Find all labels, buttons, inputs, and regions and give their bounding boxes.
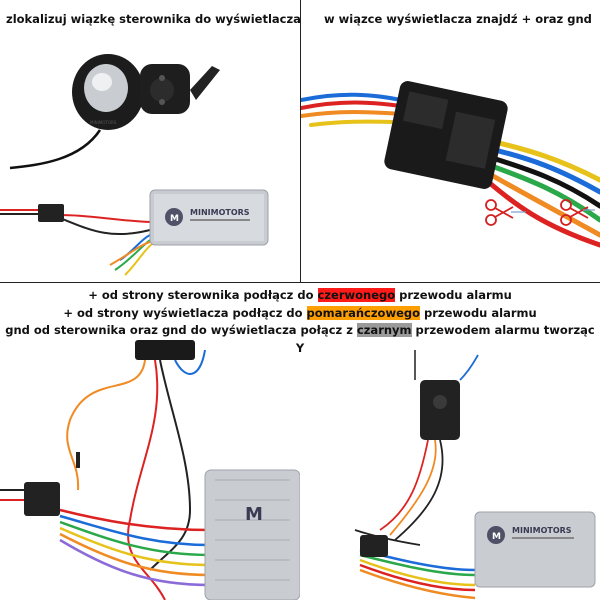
controller-box: M MINIMOTORS [474, 511, 596, 588]
photo-alarm-wiring-right: M MINIMOTORS [354, 350, 596, 600]
connector-plug [38, 204, 64, 222]
caption-connection-instructions: + od strony sterownika podłącz do czerwo… [0, 287, 600, 357]
svg-text:M: M [245, 504, 263, 525]
photo-alarm-wiring-left: M [0, 340, 300, 600]
alarm-module [420, 380, 460, 440]
divider-horizontal [0, 282, 600, 283]
controller-wires [0, 209, 153, 276]
controller-box: M [204, 469, 300, 600]
svg-text:MINIMOTORS: MINIMOTORS [90, 120, 117, 125]
instruction-line-1: + od strony sterownika podłącz do czerwo… [88, 288, 512, 302]
alarm-wires-left [0, 349, 211, 600]
svg-text:M: M [170, 214, 179, 224]
connector-plug [24, 482, 60, 516]
connector-plug [360, 535, 388, 557]
harness-connector [384, 81, 508, 189]
display-unit: MINIMOTORS [72, 54, 220, 130]
caption-find-plus-gnd: w wiązce wyświetlacza znajdź + oraz gnd [324, 12, 592, 26]
highlight-gray: czarnym [356, 323, 412, 337]
harness-wires [301, 92, 600, 248]
controller-box: M MINIMOTORS [149, 189, 269, 246]
scissors-icon [485, 199, 589, 226]
highlight-red: czerwonego [317, 288, 396, 302]
instruction-line-3: gnd od sterownika oraz gnd do wyświetlac… [5, 323, 595, 355]
controller-brand-label: MINIMOTORS [190, 208, 250, 217]
photo-harness-closeup [301, 81, 600, 248]
divider-vertical [300, 0, 301, 282]
cut-mark-icon [511, 209, 595, 213]
caption-locate-harness: zlokalizuj wiązkę sterownika do wyświetl… [6, 12, 301, 26]
alarm-module [135, 340, 195, 360]
controller-brand-label: MINIMOTORS [512, 526, 572, 535]
instruction-line-2: + od strony wyświetlacza podłącz do poma… [63, 305, 537, 320]
svg-text:M: M [492, 532, 501, 542]
highlight-orange: pomarańczowego [306, 305, 421, 320]
photo-display-and-controller: MINIMOTORS M MINIMOTORS [0, 54, 269, 276]
